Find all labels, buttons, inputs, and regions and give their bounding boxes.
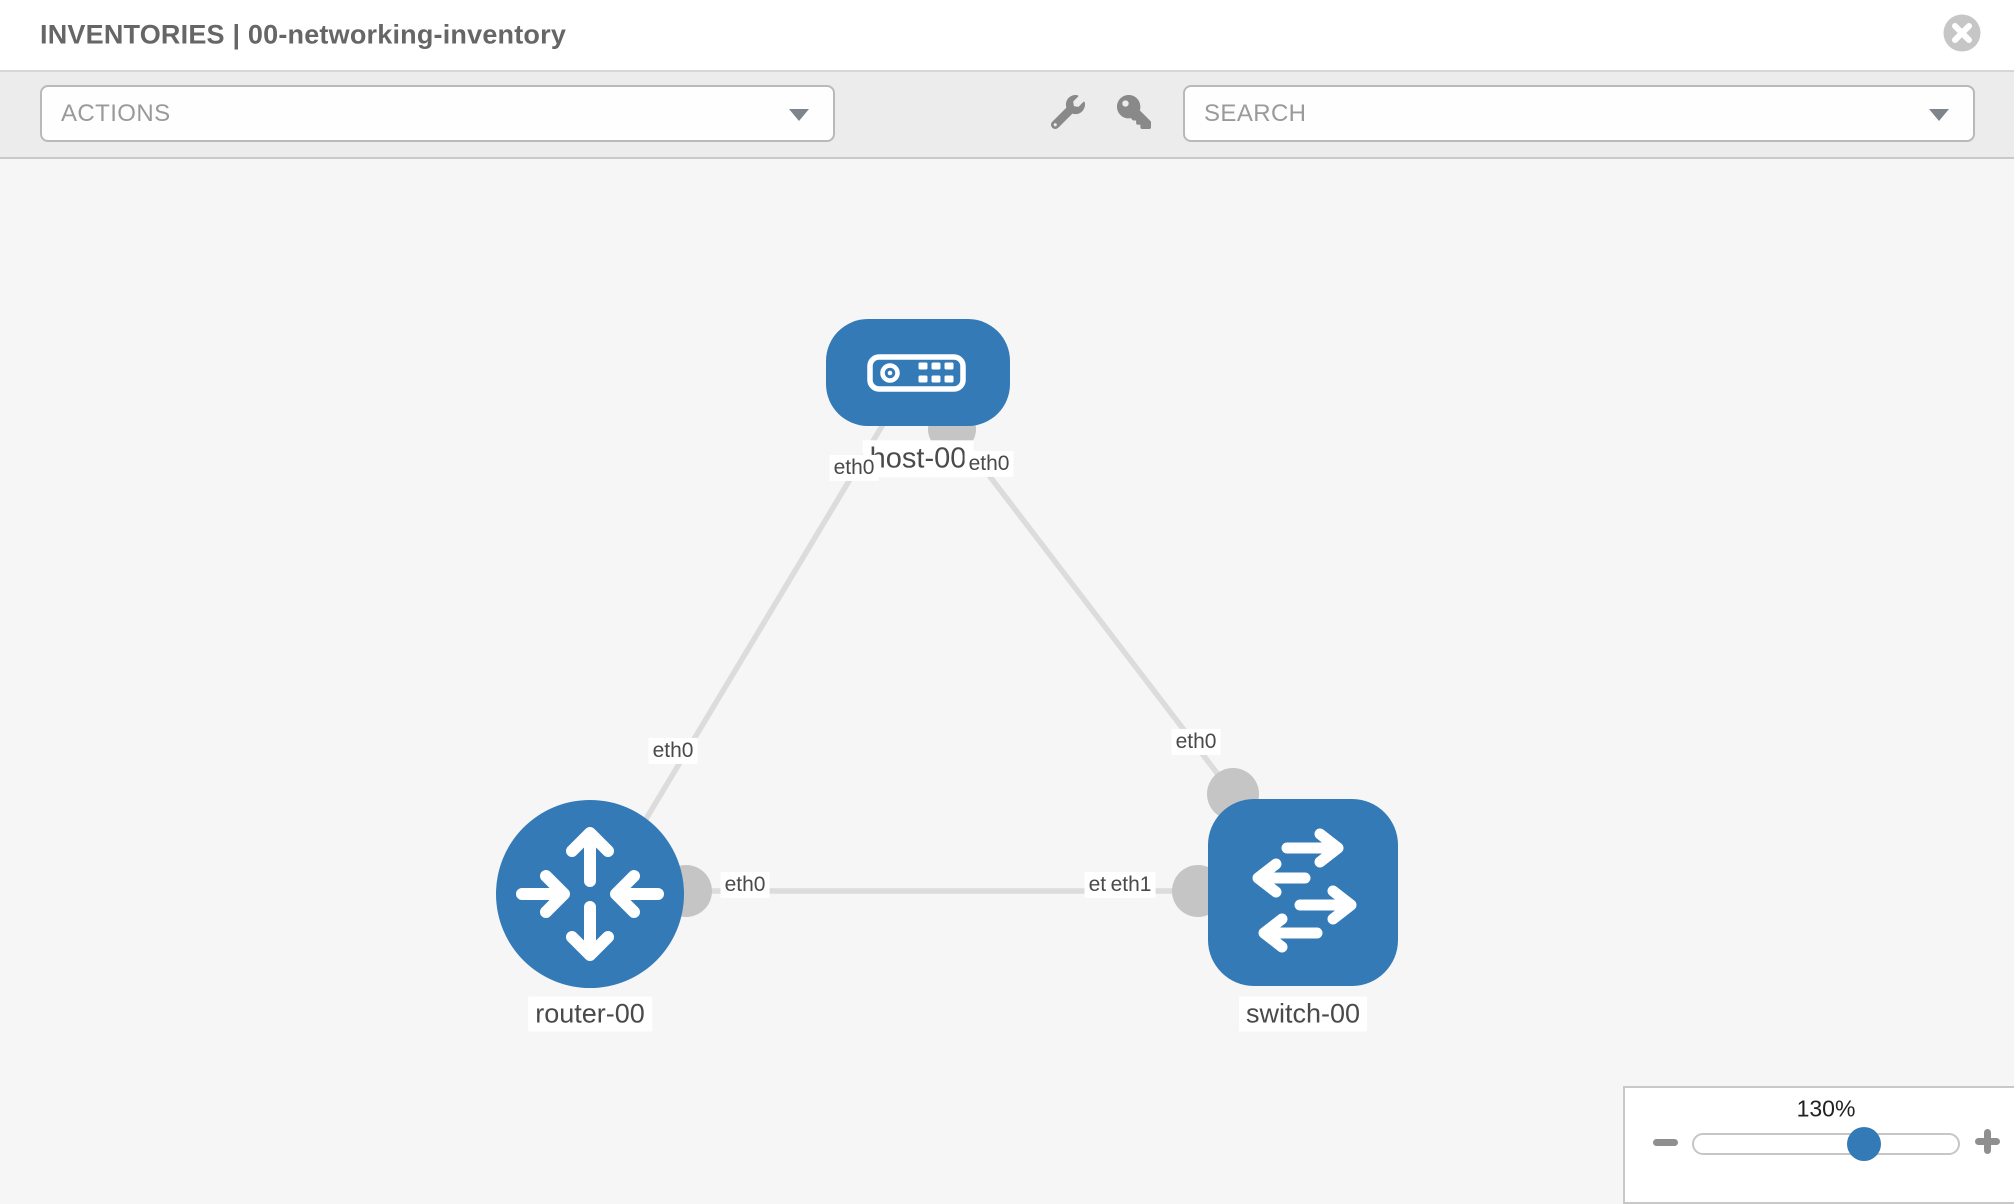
actions-dropdown-label: ACTIONS (61, 99, 171, 127)
toolbar: ACTIONS SEARCH (0, 72, 2014, 159)
interface-ports (660, 405, 1259, 917)
iface-label-router-uplink-eth0: eth0 (648, 737, 698, 765)
page-title: INVENTORIES | 00-networking-inventory (40, 19, 567, 50)
node-switch-00[interactable] (1208, 799, 1398, 986)
zoom-slider-track[interactable] (1692, 1133, 1960, 1155)
iface-label-router-lan-eth0: eth0 (720, 871, 770, 899)
topology-links (595, 419, 1236, 901)
zoom-slider-handle[interactable] (1847, 1127, 1881, 1161)
caret-down-icon (1929, 108, 1949, 121)
iface-label-switch-uplink-eth0: eth0 (1171, 728, 1221, 756)
plus-icon[interactable] (1975, 1129, 2000, 1154)
topology-canvas[interactable]: host-00 router-00 switch-00 eth0 eth0 et… (0, 159, 2014, 1200)
node-router-00[interactable] (496, 800, 684, 988)
iface-label-host-eth0-left: eth0 (829, 454, 879, 482)
search-dropdown[interactable]: SEARCH (1183, 85, 1975, 142)
close-icon (1943, 14, 1981, 52)
node-host-00[interactable] (826, 319, 1010, 426)
configure-button[interactable] (1050, 95, 1086, 131)
host-icon (867, 354, 966, 392)
wrench-icon (1050, 95, 1085, 130)
close-button[interactable] (1943, 14, 1981, 52)
minus-icon[interactable] (1653, 1139, 1678, 1146)
host-icon-leds (887, 362, 954, 383)
switch-icon (1252, 828, 1357, 953)
key-icon (1117, 95, 1151, 129)
node-label-router-00: router-00 (528, 996, 652, 1032)
zoom-level-value: 130% (1796, 1095, 1856, 1122)
caret-down-icon (789, 108, 809, 121)
search-dropdown-label: SEARCH (1204, 99, 1307, 127)
page-header: INVENTORIES | 00-networking-inventory (0, 0, 2014, 72)
node-label-host-00: host-00 (862, 440, 974, 478)
zoom-control-panel: 130% (1623, 1086, 2014, 1204)
iface-label-switch-lan-eth1: eth1 (1106, 871, 1156, 899)
credentials-button[interactable] (1116, 95, 1152, 131)
iface-label-host-eth0-right: eth0 (964, 450, 1014, 478)
router-icon (516, 827, 664, 961)
node-label-switch-00: switch-00 (1238, 996, 1368, 1032)
actions-dropdown[interactable]: ACTIONS (40, 85, 835, 142)
